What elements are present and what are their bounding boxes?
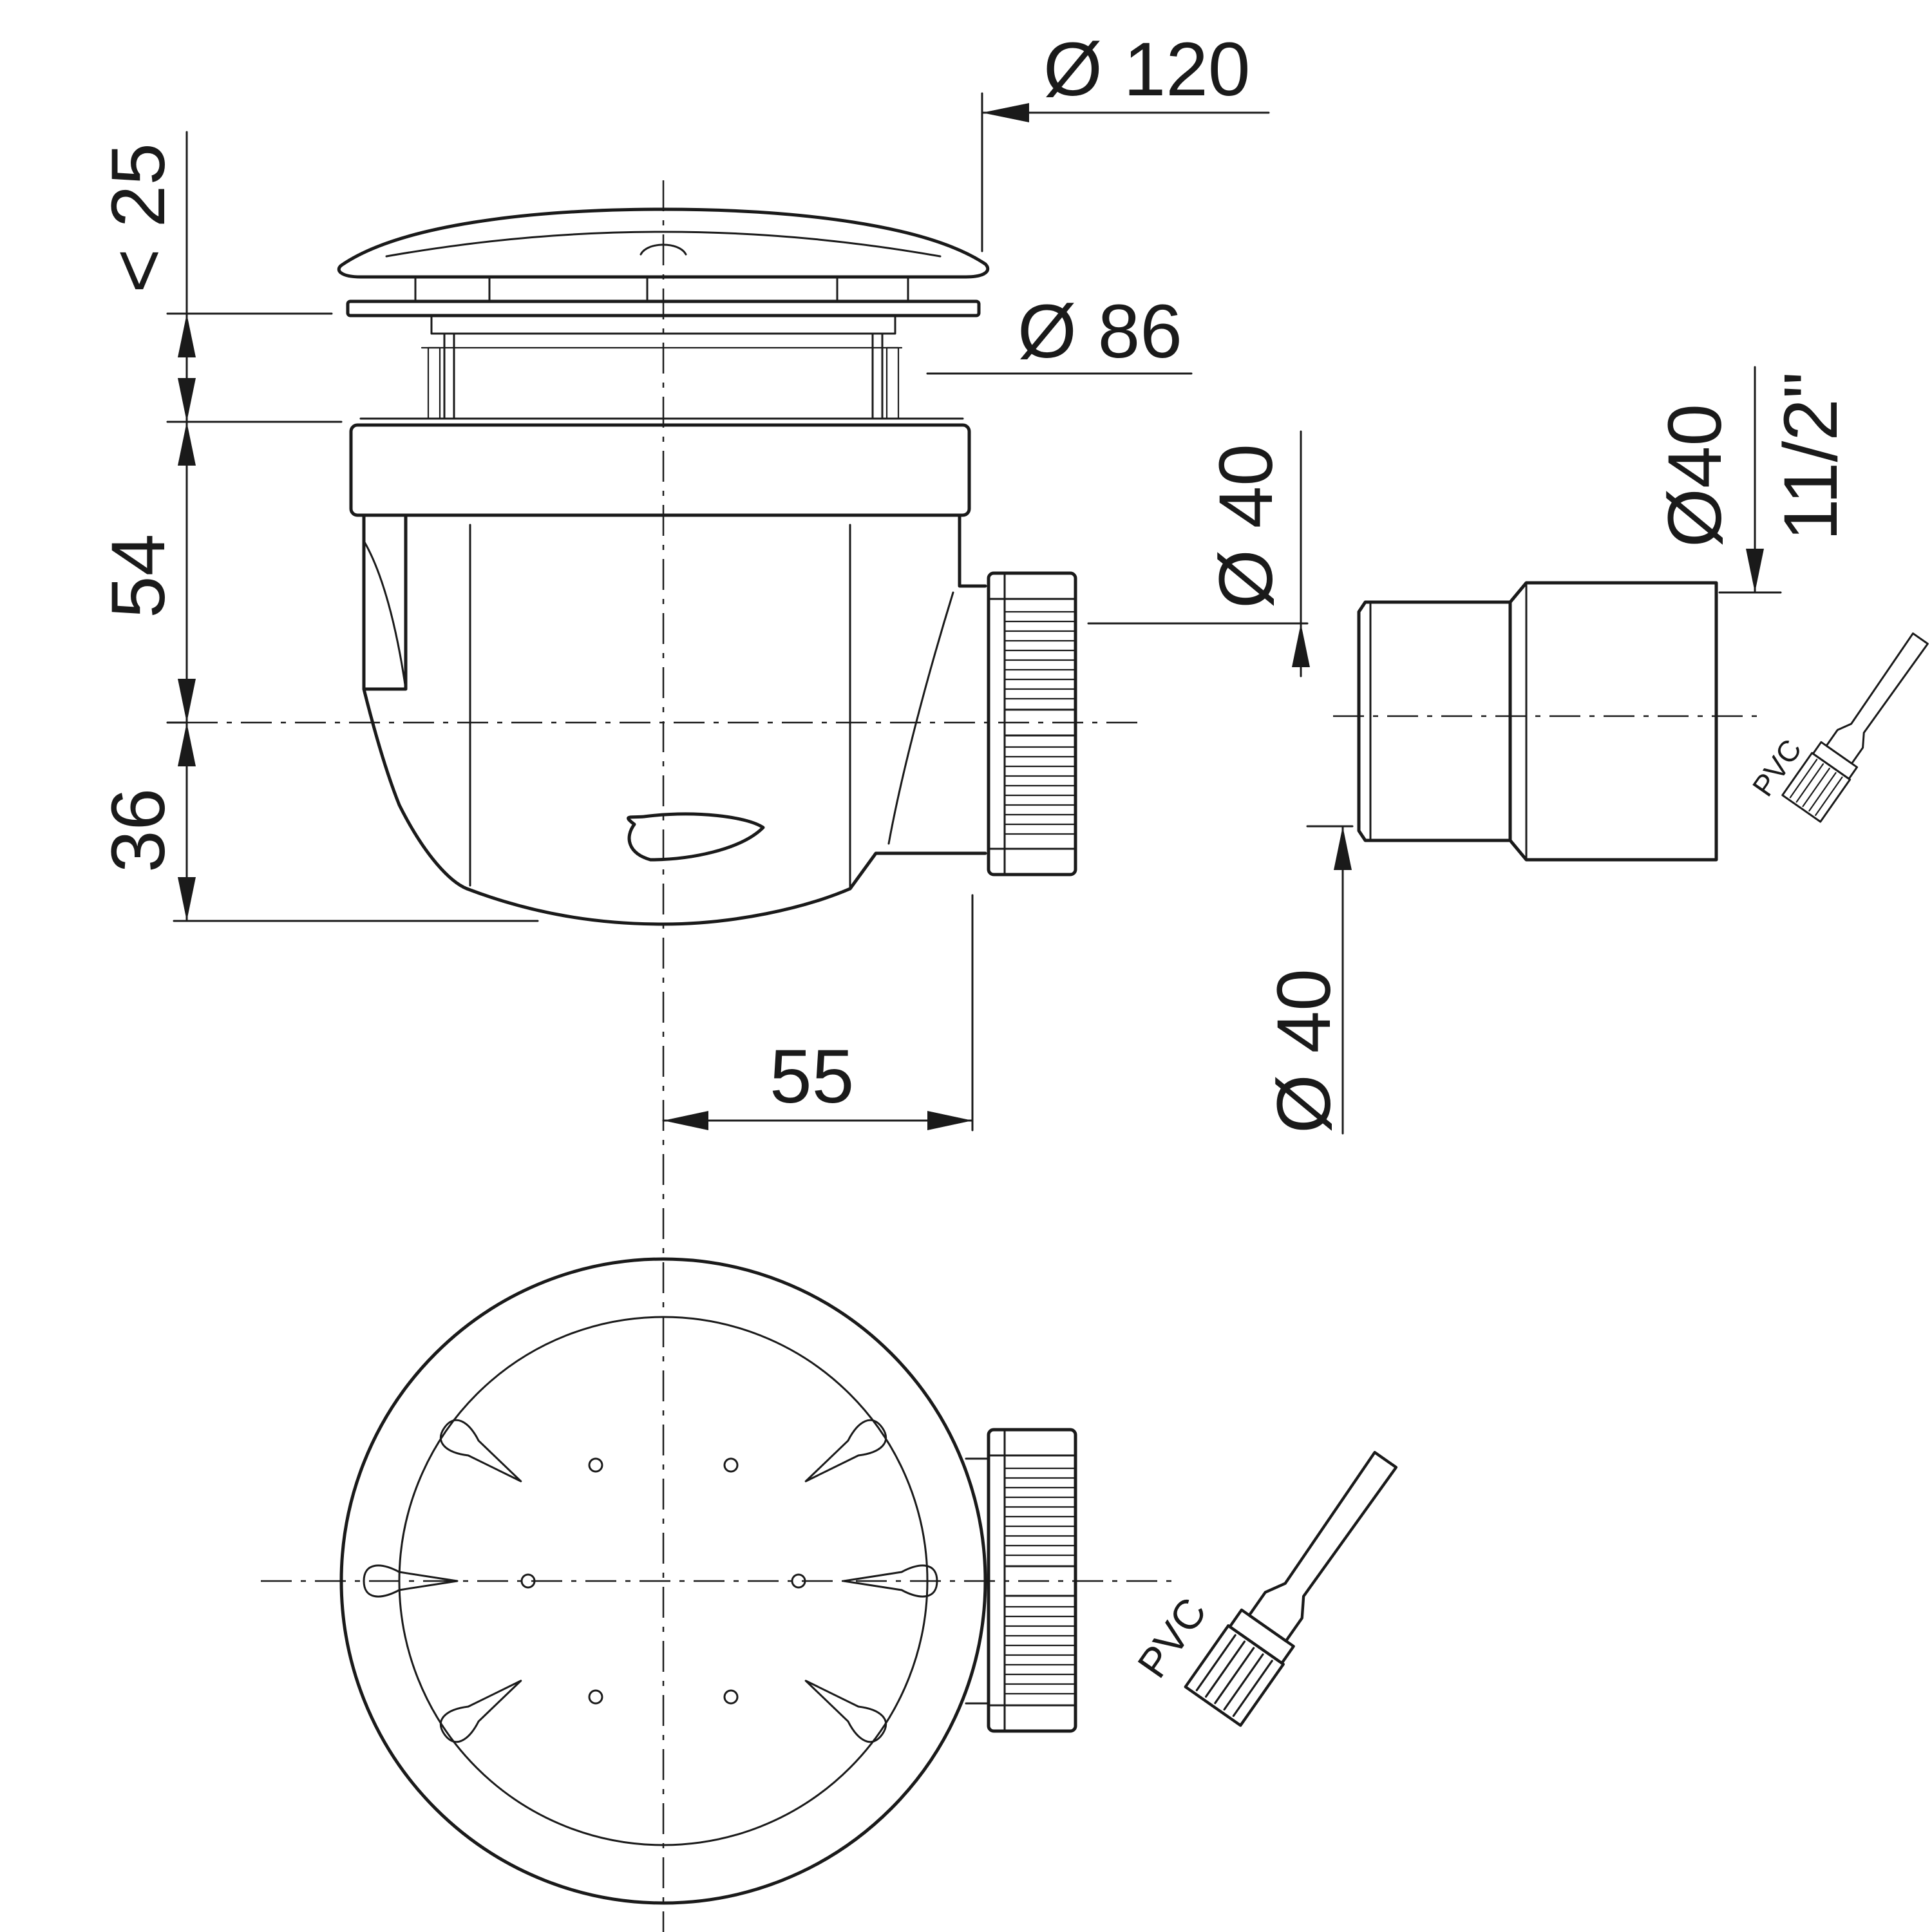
outlet-axis-height-label: 36 [96, 788, 181, 873]
top-view: PVC [261, 1257, 1398, 1905]
dim-body-diameter: Ø 86 [926, 289, 1193, 375]
outlet-offset-label: 55 [770, 1034, 854, 1119]
glue-brush-icon [1184, 1450, 1398, 1727]
dim-adapter-inlet: Ø 40 [1262, 825, 1354, 1135]
dim-grate-height: < 25 [96, 131, 539, 922]
side-view: Ø 120 < 25 54 36 Ø 86 [96, 27, 1310, 1932]
glue-label-top: PVC [1128, 1589, 1215, 1686]
dim-outlet-axis-height: 36 [96, 723, 196, 921]
glue-label-side: PVC [1746, 733, 1808, 802]
outlet-nut-top [965, 1428, 1077, 1733]
adapter-inlet-diameter-label: Ø 40 [1262, 969, 1347, 1133]
dim-outlet-diameter: Ø 40 [1087, 430, 1310, 677]
drainage-slots [363, 1419, 938, 1743]
outer-rim [339, 1257, 987, 1905]
drain-body [349, 417, 987, 926]
dim-outlet-offset: 55 [662, 894, 974, 1132]
grate-height-label: < 25 [96, 143, 181, 293]
body-height-label: 54 [96, 534, 181, 618]
pvc-adapter: Ø40 11/2" Ø 40 PVC [1262, 366, 1929, 1135]
body-diameter-label: Ø 86 [1018, 289, 1182, 374]
adapter-thread-label: 11/2" [1768, 372, 1853, 541]
adapter-outlet-diameter-label: Ø40 [1653, 404, 1738, 547]
glue-brush-icon [1781, 632, 1929, 823]
screw-holes [520, 1457, 806, 1705]
cover-diameter-label: Ø 120 [1043, 27, 1250, 112]
inner-rim [398, 1316, 929, 1846]
adjustment-screws [421, 314, 903, 420]
dim-adapter-outlet: Ø40 11/2" [1653, 366, 1853, 594]
outlet-diameter-label: Ø 40 [1204, 444, 1289, 609]
dim-cover-diameter: Ø 120 [981, 27, 1270, 252]
dim-body-height: 54 [96, 422, 196, 723]
outlet-nut [987, 571, 1077, 876]
